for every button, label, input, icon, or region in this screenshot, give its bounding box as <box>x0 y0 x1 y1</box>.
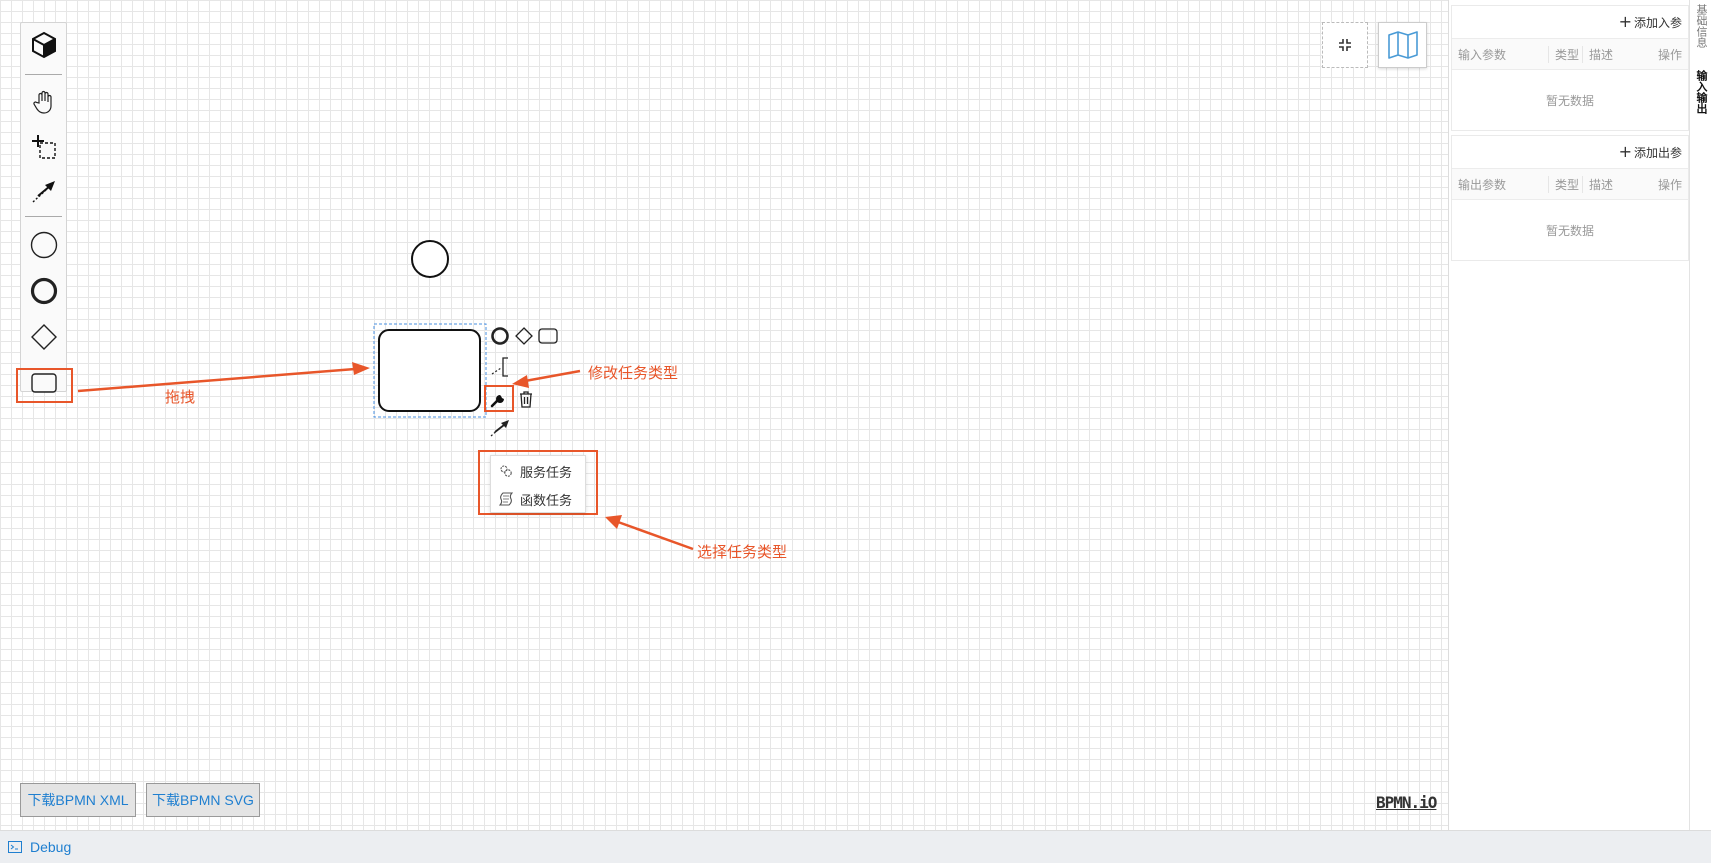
connect-button[interactable] <box>489 416 511 438</box>
output-table-header: 输出参数 类型 描述 操作 <box>1452 168 1688 200</box>
input-params-section: + 添加入参 输入参数 类型 描述 操作 暂无数据 <box>1451 5 1689 131</box>
lasso-tool-icon <box>31 135 56 159</box>
tab-basic-info[interactable]: 基础信息 <box>1695 4 1708 48</box>
palette-task-highlight-box <box>16 368 73 403</box>
replace-menu: 服务任务 函数任务 <box>490 455 586 513</box>
create-start-event-entry[interactable] <box>21 225 66 265</box>
modify-task-type-annotation: 修改任务类型 <box>588 364 679 382</box>
column-header: 输入参数 <box>1458 47 1507 62</box>
drag-arrow <box>77 362 370 393</box>
column-header: 操作 <box>1657 47 1682 62</box>
gateway-icon <box>515 327 533 345</box>
trash-icon <box>520 391 532 408</box>
hand-tool-icon <box>32 90 52 114</box>
start-event-icon <box>30 231 57 259</box>
end-event-icon <box>30 277 57 305</box>
script-task-label: 函数任务 <box>520 493 573 509</box>
add-input-label: 添加入参 <box>1633 15 1682 30</box>
side-tabs: 基础信息 输入输出 <box>1689 0 1711 830</box>
replace-highlight-box <box>484 385 514 412</box>
drag-annotation: 拖拽 <box>165 388 196 406</box>
service-task-option[interactable]: 服务任务 <box>491 457 587 485</box>
task-icon <box>30 373 57 393</box>
select-type-arrow <box>605 515 694 551</box>
bpmn-canvas[interactable] <box>0 0 1448 830</box>
service-task-label: 服务任务 <box>520 465 573 481</box>
task-icon <box>538 328 558 344</box>
add-output-label: 添加出参 <box>1633 145 1682 160</box>
global-connect-entry[interactable] <box>21 171 66 211</box>
append-gateway-entry[interactable] <box>513 325 535 347</box>
debug-label: Debug <box>30 839 72 855</box>
element-palette <box>20 22 67 393</box>
panel-divider[interactable] <box>1448 0 1449 830</box>
output-params-section: + 添加出参 输出参数 类型 描述 操作 暂无数据 <box>1451 135 1689 261</box>
plus-icon: + <box>1618 142 1632 161</box>
wrench-icon <box>490 394 504 407</box>
create-task-entry[interactable] <box>21 363 66 403</box>
connect-arrow-icon <box>490 420 509 437</box>
input-table-header: 输入参数 类型 描述 操作 <box>1452 38 1688 70</box>
append-end-event-entry[interactable] <box>489 325 511 347</box>
debug-bar[interactable]: Debug <box>0 830 1711 863</box>
palette-separator <box>25 74 62 75</box>
append-text-annotation-entry[interactable] <box>489 355 513 379</box>
properties-panel: + 添加入参 输入参数 类型 描述 操作 暂无数据 + 添加出参 输出参数 类型… <box>1449 0 1689 830</box>
column-header: 操作 <box>1657 177 1682 192</box>
replace-menu-highlight-box <box>478 450 598 515</box>
download-svg-button[interactable]: 下载BPMN SVG <box>146 783 260 817</box>
append-task-entry[interactable] <box>536 325 560 347</box>
lasso-tool-entry[interactable] <box>21 127 66 167</box>
global-connect-icon <box>32 181 55 203</box>
map-icon <box>1387 31 1418 59</box>
create-gateway-entry[interactable] <box>21 317 66 357</box>
tab-input-output[interactable]: 输入输出 <box>1695 70 1708 114</box>
column-header: 描述 <box>1582 45 1646 63</box>
diagram-layer <box>77 240 694 551</box>
minimap-toggle-button[interactable] <box>1378 22 1427 68</box>
hand-tool-entry[interactable] <box>21 82 66 122</box>
select-task-type-annotation: 选择任务类型 <box>697 543 788 561</box>
selection-outline <box>373 323 487 418</box>
collapse-icon <box>1339 39 1351 51</box>
terminal-icon <box>8 841 22 853</box>
replace-type-button[interactable] <box>487 387 511 410</box>
input-empty-text: 暂无数据 <box>1545 93 1594 108</box>
plus-icon: + <box>1618 12 1632 31</box>
column-header: 描述 <box>1582 175 1646 193</box>
bpmn-io-logo[interactable]: BPMN.iO <box>1376 793 1437 812</box>
add-output-button[interactable]: + 添加出参 <box>1452 136 1688 168</box>
output-empty-text: 暂无数据 <box>1545 223 1594 238</box>
text-annotation-icon <box>491 357 508 377</box>
script-task-option[interactable]: 函数任务 <box>491 485 587 513</box>
script-icon <box>499 492 513 506</box>
modify-type-arrow <box>512 369 581 388</box>
download-xml-button[interactable]: 下载BPMN XML <box>20 783 136 817</box>
column-header: 输出参数 <box>1458 177 1507 192</box>
create-end-event-entry[interactable] <box>21 271 66 311</box>
palette-separator <box>25 216 62 217</box>
end-event-icon <box>491 327 509 345</box>
delete-button[interactable] <box>515 388 537 410</box>
fullscreen-button[interactable] <box>1322 22 1368 68</box>
column-header: 类型 <box>1548 175 1582 193</box>
start-event-shape[interactable] <box>411 240 449 278</box>
cube-icon <box>31 31 56 59</box>
gateway-icon <box>30 324 57 350</box>
create-participant-entry[interactable] <box>21 25 66 65</box>
gears-icon <box>500 465 512 477</box>
add-input-button[interactable]: + 添加入参 <box>1452 6 1688 38</box>
task-shape[interactable] <box>378 329 481 412</box>
column-header: 类型 <box>1548 45 1582 63</box>
